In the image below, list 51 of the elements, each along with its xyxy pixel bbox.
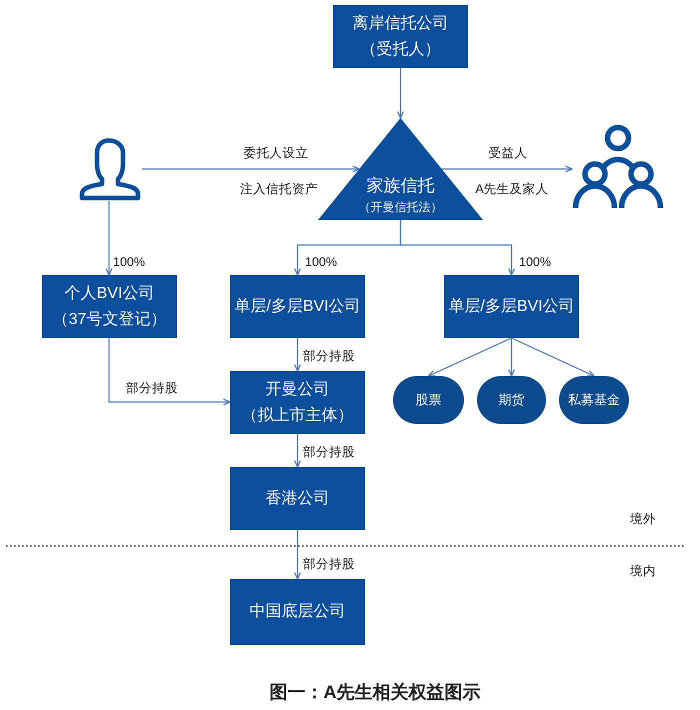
node-title: 家族信托 bbox=[366, 175, 434, 197]
node-title: 私募基金 bbox=[568, 391, 620, 409]
company-box bbox=[444, 275, 579, 338]
node-title: 单层/多层BVI公司 bbox=[234, 296, 361, 316]
pill-shape bbox=[393, 376, 464, 424]
node-title: 单层/多层BVI公司 bbox=[448, 296, 575, 316]
company-box bbox=[42, 275, 177, 338]
edge-label: 部分持股 bbox=[126, 380, 178, 396]
arrow bbox=[294, 530, 301, 580]
company-box bbox=[230, 275, 365, 338]
arrow bbox=[294, 338, 301, 372]
caption: 图一：A先生相关权益图示 bbox=[270, 681, 480, 703]
edge-label: 受益人 bbox=[488, 145, 528, 161]
arrow bbox=[508, 338, 515, 377]
pill-shape bbox=[559, 376, 629, 424]
company-box bbox=[333, 5, 468, 68]
arrow bbox=[442, 166, 573, 172]
arrow bbox=[294, 434, 301, 468]
node-subtitle: （受托人） bbox=[360, 40, 440, 60]
node-subtitle: （开曼信托法） bbox=[358, 199, 442, 215]
people-icon bbox=[572, 124, 664, 211]
node-title: 期货 bbox=[498, 391, 524, 409]
pill-shape bbox=[477, 376, 546, 424]
company-box bbox=[230, 371, 365, 434]
region-label: 境外 bbox=[630, 511, 656, 527]
arrow-note: 注入信托资产 bbox=[240, 181, 318, 197]
arrow-note: A先生及家人 bbox=[475, 181, 549, 197]
arrow bbox=[142, 166, 360, 172]
node-title: 股票 bbox=[416, 391, 442, 409]
node-title: 香港公司 bbox=[266, 488, 330, 508]
node-subtitle: （拟上市主体） bbox=[242, 406, 354, 426]
company-box bbox=[230, 467, 365, 530]
arrow bbox=[400, 220, 515, 276]
person-icon bbox=[78, 137, 142, 201]
arrow bbox=[397, 68, 404, 119]
triangle-shape bbox=[318, 118, 483, 220]
node-title: 开曼公司 bbox=[266, 380, 330, 400]
arrow bbox=[108, 338, 231, 406]
node-subtitle: （37号文登记） bbox=[52, 310, 166, 330]
arrow bbox=[106, 201, 112, 276]
edge-label: 部分持股 bbox=[303, 444, 355, 460]
node-title: 个人BVI公司 bbox=[64, 284, 154, 304]
edge-label: 部分持股 bbox=[303, 348, 355, 364]
arrow bbox=[511, 337, 595, 377]
company-box bbox=[230, 579, 365, 645]
node-title: 离岸信托公司 bbox=[352, 14, 448, 34]
arrow bbox=[428, 337, 512, 377]
edge-label: 委托人设立 bbox=[244, 145, 308, 161]
edge-label: 部分持股 bbox=[303, 556, 355, 572]
node-title: 中国底层公司 bbox=[250, 602, 346, 622]
region-label: 境内 bbox=[630, 563, 656, 579]
